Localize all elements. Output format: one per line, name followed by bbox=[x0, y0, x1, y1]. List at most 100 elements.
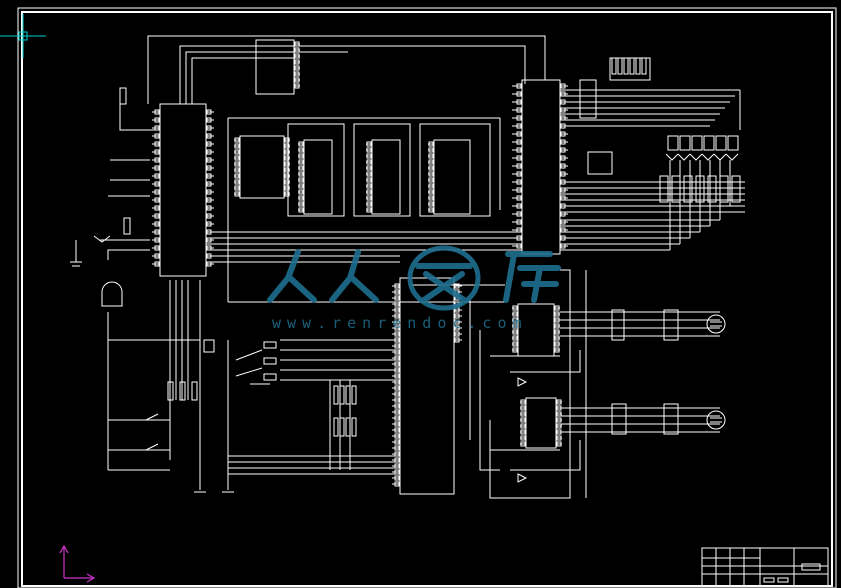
ic-pin-pad bbox=[154, 173, 160, 179]
ic-pin-pad bbox=[154, 141, 160, 147]
ic-pin-pad bbox=[394, 337, 400, 343]
ic-pin-pad bbox=[516, 131, 522, 137]
ic-pin-pad bbox=[428, 177, 434, 183]
ic-pin-pad bbox=[284, 161, 290, 167]
motor-driver-chip-2 bbox=[525, 397, 557, 449]
watermark-url-text: www.renrendoc.com bbox=[272, 314, 528, 332]
ic-pin-pad bbox=[366, 153, 372, 159]
ic-pin-pad bbox=[560, 179, 566, 185]
ic-pin-pad bbox=[556, 399, 562, 405]
ic-pin-pad bbox=[284, 155, 290, 161]
ic-pin-pad bbox=[516, 139, 522, 145]
ic-pin-pad bbox=[294, 47, 300, 53]
ic-pin-pad bbox=[394, 331, 400, 337]
ic-pin-pad bbox=[394, 457, 400, 463]
ic-pin-pad bbox=[154, 261, 160, 267]
ic-pin-pad bbox=[154, 253, 160, 259]
ic-pin-pad bbox=[154, 165, 160, 171]
ic-pin-pad bbox=[284, 179, 290, 185]
ic-pin-pad bbox=[206, 165, 212, 171]
ic-pin-pad bbox=[206, 109, 212, 115]
ic-pin-pad bbox=[520, 429, 526, 435]
left-mcu-chip bbox=[159, 103, 207, 277]
ic-pin-pad bbox=[554, 341, 560, 347]
ic-pin-pad bbox=[516, 219, 522, 225]
ic-pin-pad bbox=[298, 147, 304, 153]
ic-pin-pad bbox=[512, 341, 518, 347]
ic-pin-pad bbox=[234, 161, 240, 167]
ic-pin-pad bbox=[206, 157, 212, 163]
ic-pin-pad bbox=[234, 173, 240, 179]
ic-pin-pad bbox=[560, 163, 566, 169]
ic-pin-pad bbox=[284, 143, 290, 149]
ucs-axis-icon bbox=[59, 544, 96, 583]
ic-pin-pad bbox=[520, 423, 526, 429]
ram-chip-3 bbox=[371, 139, 401, 215]
ic-pin-pad bbox=[560, 227, 566, 233]
ic-pin-pad bbox=[516, 211, 522, 217]
ic-pin-pad bbox=[298, 165, 304, 171]
ic-pin-pad bbox=[394, 349, 400, 355]
schematic-wiring bbox=[70, 35, 745, 499]
ic-pin-pad bbox=[206, 125, 212, 131]
ic-pin-pad bbox=[560, 131, 566, 137]
ic-pin-pad bbox=[394, 373, 400, 379]
ic-pin-pad bbox=[394, 415, 400, 421]
renrendoc-watermark: www.renrendoc.com bbox=[258, 238, 598, 348]
ic-pin-pad bbox=[284, 185, 290, 191]
ic-pin-pad bbox=[294, 59, 300, 65]
ic-pin-pad bbox=[394, 433, 400, 439]
ic-pin-pad bbox=[454, 313, 460, 319]
ic-pin-pad bbox=[520, 417, 526, 423]
ic-pin-pad bbox=[394, 319, 400, 325]
ic-pin-pad bbox=[298, 183, 304, 189]
ic-pin-pad bbox=[560, 155, 566, 161]
ic-pin-pad bbox=[428, 183, 434, 189]
ic-pin-pad bbox=[234, 149, 240, 155]
ic-pin-pad bbox=[366, 201, 372, 207]
ic-pin-pad bbox=[394, 463, 400, 469]
ic-pin-pad bbox=[560, 235, 566, 241]
ic-pin-pad bbox=[516, 187, 522, 193]
ic-pin-pad bbox=[206, 253, 212, 259]
ic-pin-pad bbox=[154, 221, 160, 227]
ic-pin-pad bbox=[366, 207, 372, 213]
ic-pin-pad bbox=[556, 417, 562, 423]
ic-pin-pad bbox=[154, 245, 160, 251]
ic-pin-pad bbox=[560, 219, 566, 225]
ic-pin-pad bbox=[154, 157, 160, 163]
ic-pin-pad bbox=[394, 403, 400, 409]
watermark-logo-icon bbox=[267, 245, 561, 311]
ic-pin-pad bbox=[394, 391, 400, 397]
ic-pin-pad bbox=[154, 117, 160, 123]
ic-pin-pad bbox=[284, 149, 290, 155]
ic-pin-pad bbox=[428, 141, 434, 147]
ic-pin-pad bbox=[394, 361, 400, 367]
ic-pin-pad bbox=[516, 163, 522, 169]
ic-pin-pad bbox=[516, 115, 522, 121]
ic-pin-pad bbox=[234, 155, 240, 161]
ic-pin-pad bbox=[556, 441, 562, 447]
logic-and-switches bbox=[93, 235, 277, 451]
ic-pin-pad bbox=[516, 195, 522, 201]
ic-pin-pad bbox=[394, 379, 400, 385]
ic-pin-pad bbox=[206, 245, 212, 251]
ic-pin-pad bbox=[516, 171, 522, 177]
ic-pin-pad bbox=[284, 173, 290, 179]
ic-pin-pad bbox=[428, 153, 434, 159]
ic-pin-pad bbox=[154, 149, 160, 155]
motor-1-icon bbox=[706, 314, 726, 334]
ic-pin-pad bbox=[366, 177, 372, 183]
ic-pin-pad bbox=[366, 183, 372, 189]
ic-pin-pad bbox=[206, 205, 212, 211]
ic-pin-pad bbox=[520, 411, 526, 417]
ic-pin-pad bbox=[516, 123, 522, 129]
ic-pin-pad bbox=[516, 91, 522, 97]
and-gate-icon bbox=[101, 281, 123, 307]
ic-pin-pad bbox=[560, 211, 566, 217]
ic-pin-pad bbox=[154, 205, 160, 211]
ic-pin-pad bbox=[560, 203, 566, 209]
ic-pin-pad bbox=[154, 197, 160, 203]
ic-pin-pad bbox=[154, 125, 160, 131]
